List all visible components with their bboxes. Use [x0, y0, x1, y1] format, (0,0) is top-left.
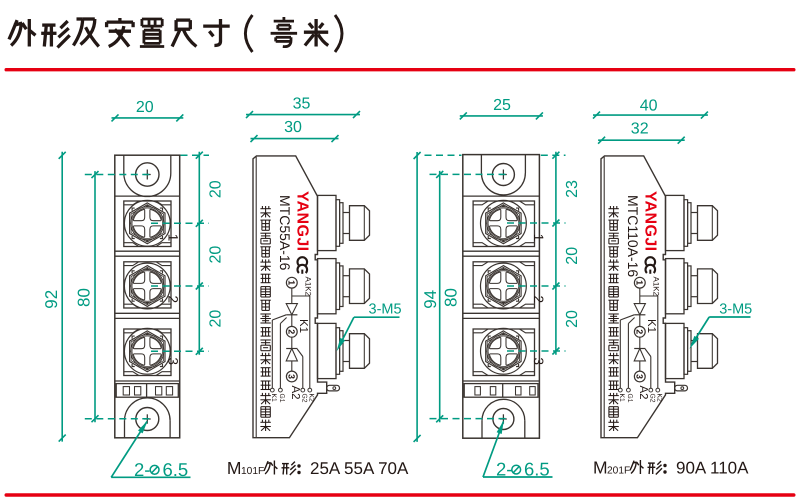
svg-text:94: 94 — [421, 290, 440, 309]
svg-text:G2: G2 — [300, 394, 307, 403]
svg-text:M: M — [593, 458, 608, 478]
svg-text:6.5: 6.5 — [163, 459, 189, 480]
svg-text:1: 1 — [635, 280, 645, 285]
svg-text:2: 2 — [635, 329, 645, 334]
svg-text:6.5: 6.5 — [524, 459, 550, 480]
svg-text:32: 32 — [631, 121, 649, 138]
svg-text:20: 20 — [136, 99, 154, 116]
svg-text:3: 3 — [287, 374, 297, 379]
svg-text:A1K2: A1K2 — [304, 277, 313, 297]
svg-text:20: 20 — [208, 180, 225, 198]
svg-text:MTC110A-16: MTC110A-16 — [625, 195, 641, 277]
svg-text:K1: K1 — [270, 394, 277, 403]
svg-text:G1: G1 — [278, 394, 285, 403]
svg-text:1: 1 — [531, 234, 546, 242]
svg-text:K1: K1 — [645, 319, 657, 333]
svg-text:K2: K2 — [655, 394, 662, 403]
svg-text:K2: K2 — [307, 394, 314, 403]
svg-text:23: 23 — [564, 180, 581, 198]
svg-text:20: 20 — [208, 310, 225, 328]
svg-text:101F: 101F — [241, 466, 264, 477]
svg-text:3-M5: 3-M5 — [369, 302, 402, 318]
svg-text:30: 30 — [284, 119, 302, 136]
svg-text:2: 2 — [287, 329, 297, 334]
svg-text:1: 1 — [166, 234, 181, 242]
svg-text:40: 40 — [640, 98, 658, 115]
svg-text:3-M5: 3-M5 — [719, 302, 752, 318]
svg-text:3: 3 — [166, 358, 181, 366]
svg-text:YANGJI: YANGJI — [642, 191, 659, 252]
svg-text:G2: G2 — [648, 394, 655, 403]
svg-text:35: 35 — [293, 96, 311, 113]
svg-text:K1: K1 — [618, 394, 625, 403]
svg-text:201F: 201F — [607, 466, 630, 477]
svg-text:G1: G1 — [626, 394, 633, 403]
svg-text:A2: A2 — [289, 386, 301, 400]
svg-text:1: 1 — [287, 280, 297, 285]
svg-text:20: 20 — [564, 310, 581, 328]
svg-text:2: 2 — [531, 296, 546, 304]
svg-text:M: M — [227, 458, 242, 478]
svg-text:25A 55A 70A: 25A 55A 70A — [310, 459, 409, 478]
svg-text:A1K2: A1K2 — [652, 277, 661, 297]
svg-text:MTC55A-16: MTC55A-16 — [277, 195, 293, 271]
svg-text:92: 92 — [42, 290, 61, 309]
svg-text:A2: A2 — [637, 386, 649, 400]
svg-text:80: 80 — [75, 288, 94, 307]
svg-text:YANGJI: YANGJI — [294, 191, 311, 252]
svg-text:2: 2 — [166, 296, 181, 304]
svg-text:2-: 2- — [134, 459, 150, 480]
svg-text:2-: 2- — [496, 459, 512, 480]
svg-text:3: 3 — [635, 374, 645, 379]
svg-text:3: 3 — [531, 358, 546, 366]
svg-text:K1: K1 — [297, 319, 309, 333]
svg-text:90A 110A: 90A 110A — [676, 459, 749, 478]
svg-text:20: 20 — [208, 246, 225, 264]
svg-text:80: 80 — [442, 288, 461, 307]
svg-text:20: 20 — [564, 247, 581, 265]
svg-text:25: 25 — [493, 97, 511, 114]
